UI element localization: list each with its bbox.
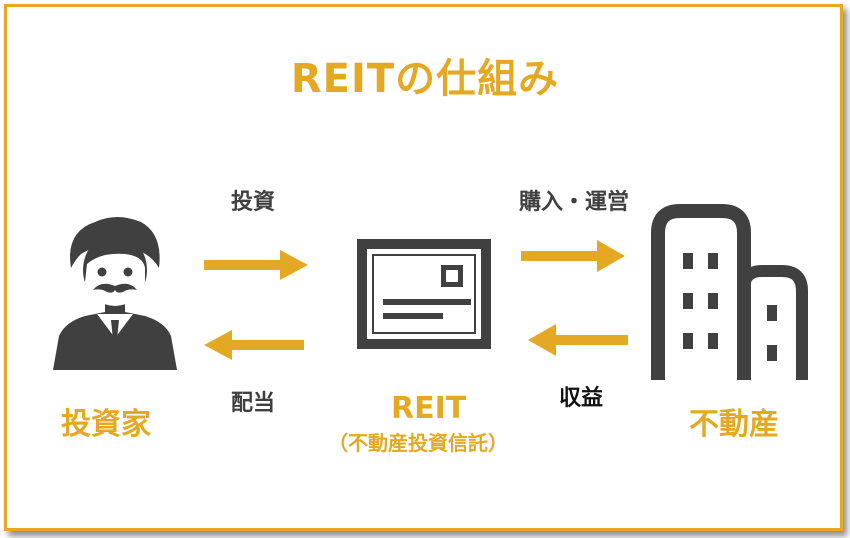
real-estate-label: 不動産: [689, 407, 779, 442]
investor-label: 投資家: [61, 407, 151, 442]
purchase-label: 購入・運営: [519, 190, 630, 215]
reit-label: REIT: [391, 391, 467, 426]
income-label: 収益: [559, 386, 604, 411]
dividend-label: 配当: [231, 391, 276, 416]
certificate-icon: [357, 239, 491, 349]
invest-arrow: [204, 250, 308, 280]
investor-icon: [53, 217, 177, 370]
income-arrow: [528, 324, 628, 356]
reit-sub-label: （不動産投資信託）: [328, 431, 508, 455]
diagram-title: REITの仕組み: [290, 56, 560, 102]
purchase-arrow: [521, 240, 625, 272]
dividend-arrow: [204, 330, 304, 360]
buildings-icon: [651, 204, 808, 380]
invest-label: 投資: [231, 190, 276, 215]
